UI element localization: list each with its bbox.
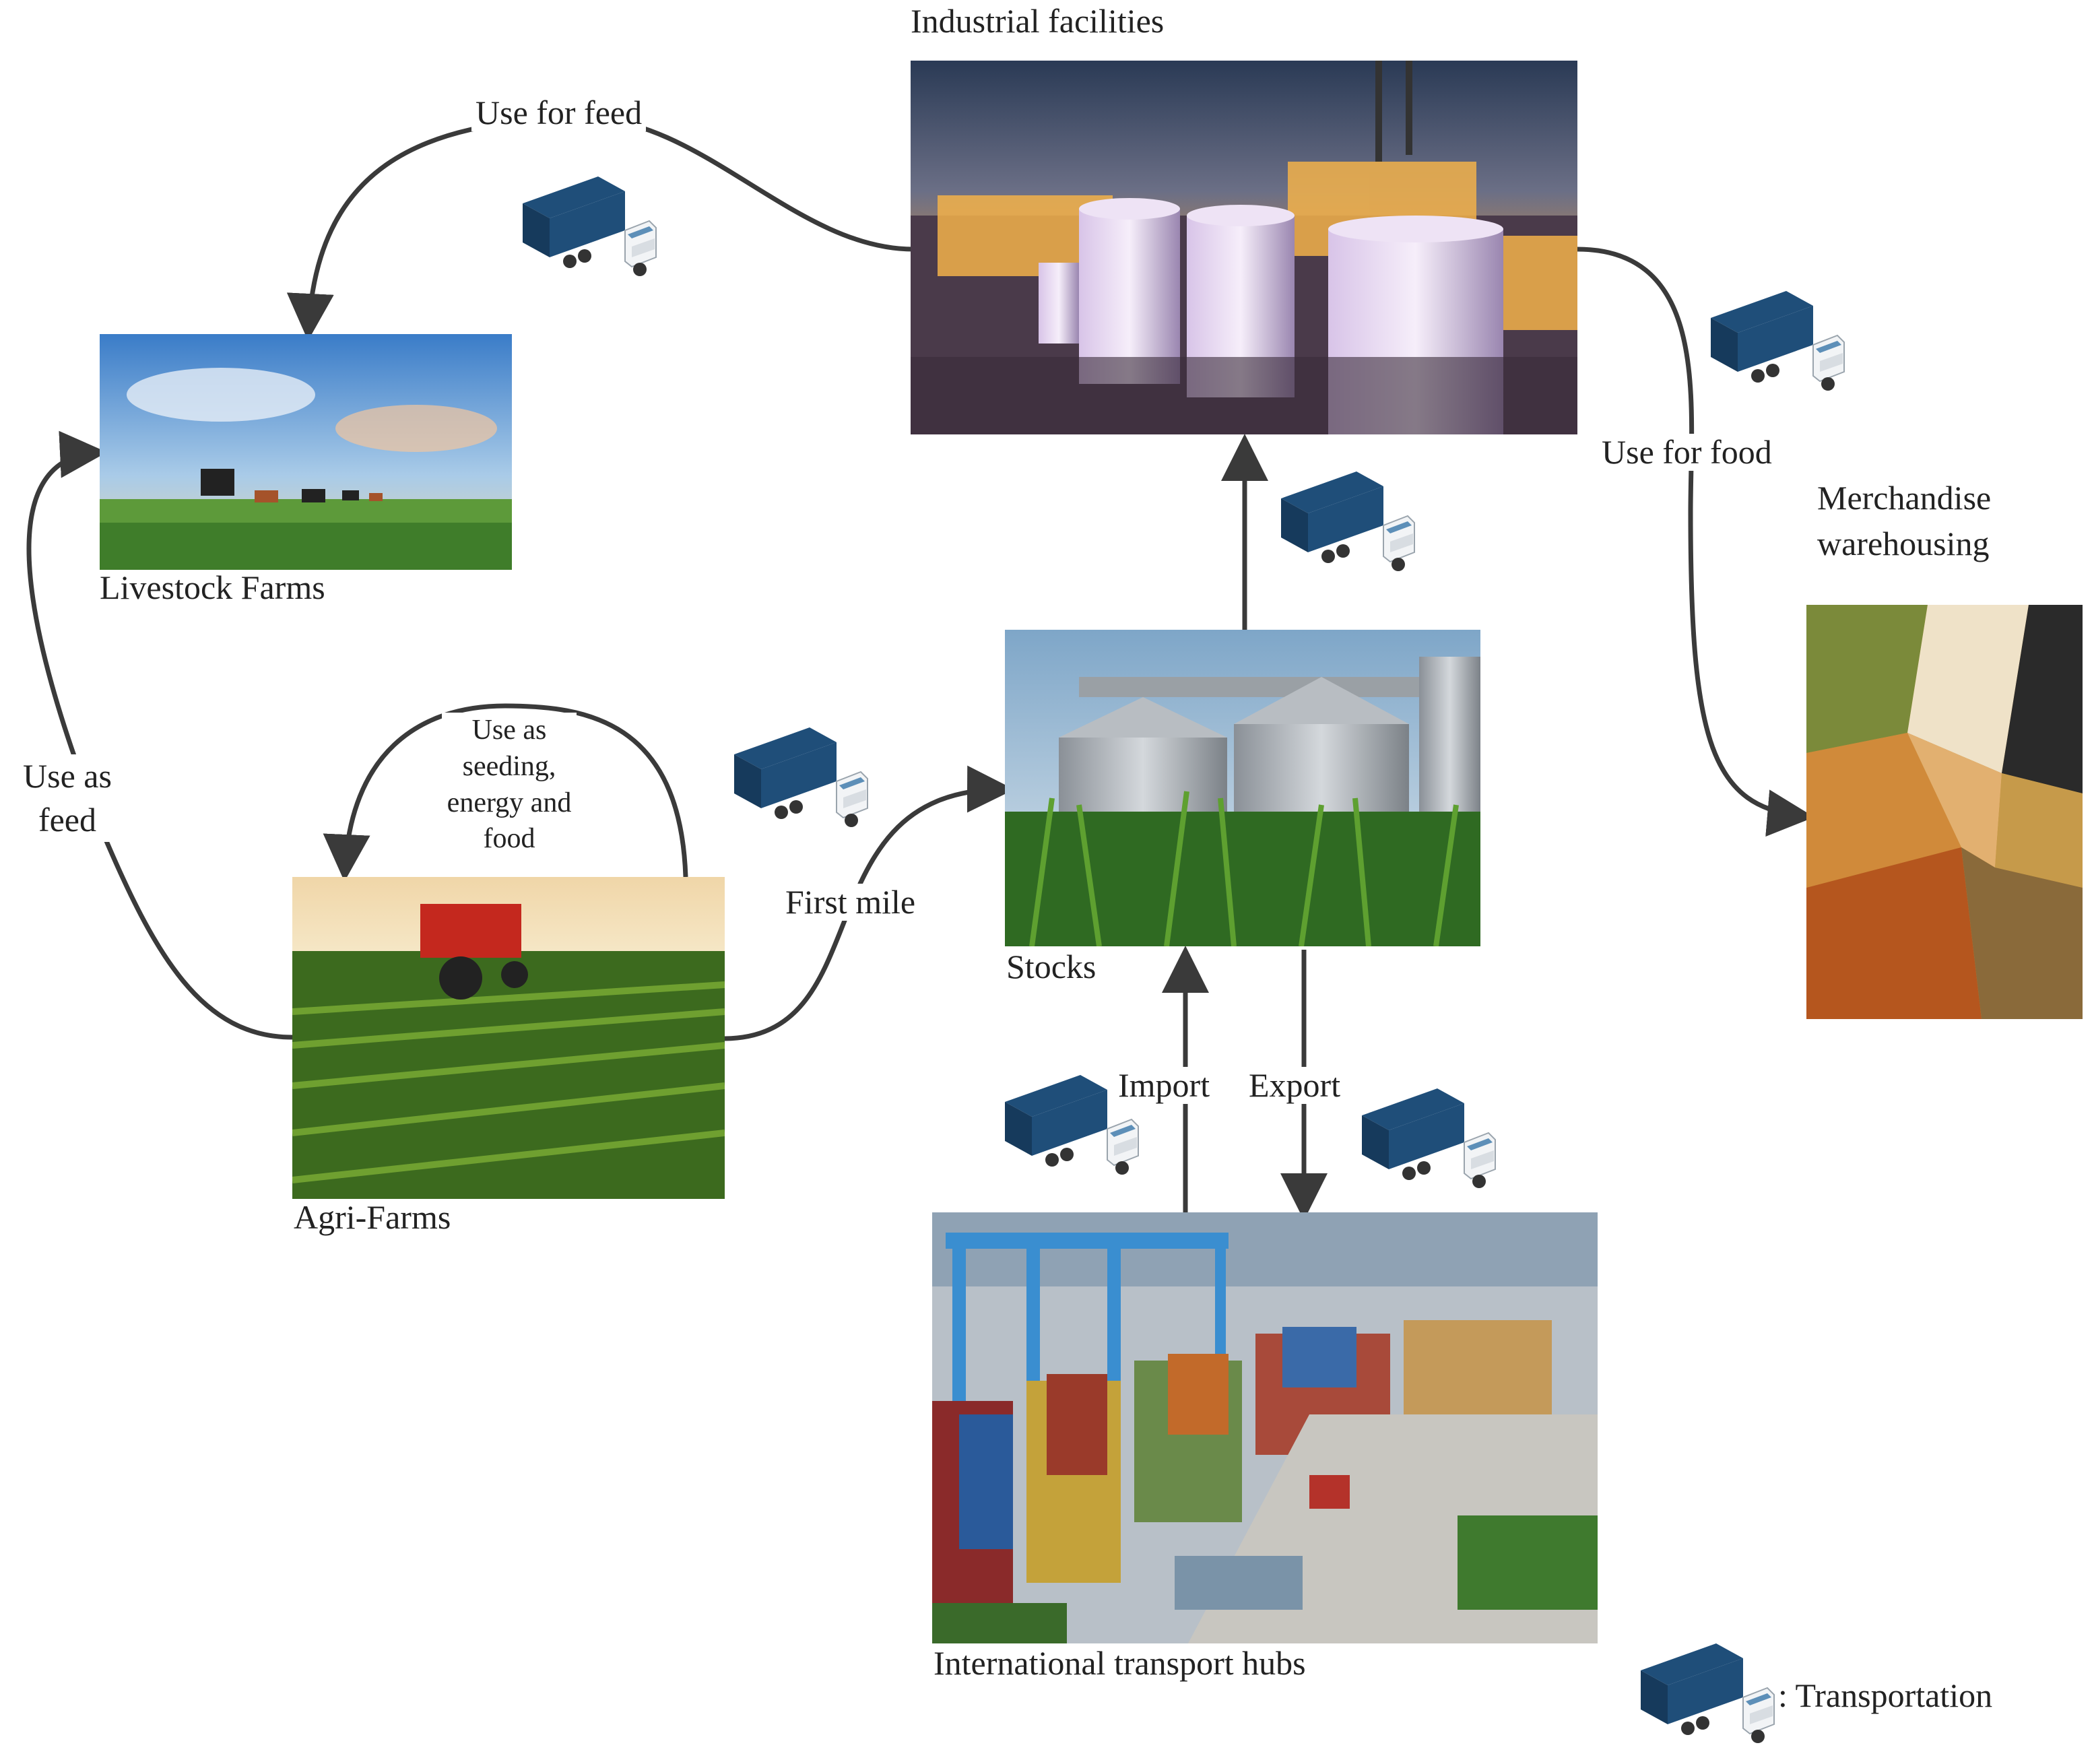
edge-label-first-mile: First mile xyxy=(781,884,920,921)
legend-text: : Transportation xyxy=(1778,1676,1993,1714)
node-label-hubs: International transport hubs xyxy=(934,1644,1306,1682)
legend-truck-icon xyxy=(1635,1643,1779,1758)
edge-label-import: Import xyxy=(1115,1067,1213,1104)
stocks-image xyxy=(1005,630,1480,946)
truck-icon xyxy=(1356,1088,1501,1203)
truck-icon xyxy=(517,176,661,291)
node-label-livestock: Livestock Farms xyxy=(100,568,325,606)
node-label-agri: Agri-Farms xyxy=(294,1198,451,1236)
truck-icon xyxy=(1705,291,1850,405)
edge-label-use-as-seeding: Use as seeding, energy and food xyxy=(442,713,577,857)
merchandise-warehousing-image xyxy=(1806,605,2083,1019)
industrial-facilities-image xyxy=(911,61,1577,434)
node-label-merch: Merchandise warehousing xyxy=(1817,479,1992,562)
truck-icon xyxy=(729,727,873,842)
livestock-farms-image xyxy=(100,334,512,570)
edge-label-use-for-feed: Use for feed xyxy=(471,94,647,131)
edge-label-export: Export xyxy=(1246,1067,1344,1104)
truck-icon xyxy=(1276,471,1420,586)
edge-label-use-for-food: Use for food xyxy=(1598,434,1776,471)
edge-use-as-seeding xyxy=(323,703,688,882)
node-label-industrial: Industrial facilities xyxy=(911,2,1165,40)
node-label-stocks: Stocks xyxy=(1006,948,1097,985)
edge-label-use-as-feed: Use as feed xyxy=(7,754,128,842)
agri-farms-image xyxy=(292,877,725,1199)
edge-use-for-food xyxy=(1577,247,1814,837)
international-transport-hubs-image xyxy=(932,1212,1598,1643)
truck-icon xyxy=(1000,1075,1144,1189)
